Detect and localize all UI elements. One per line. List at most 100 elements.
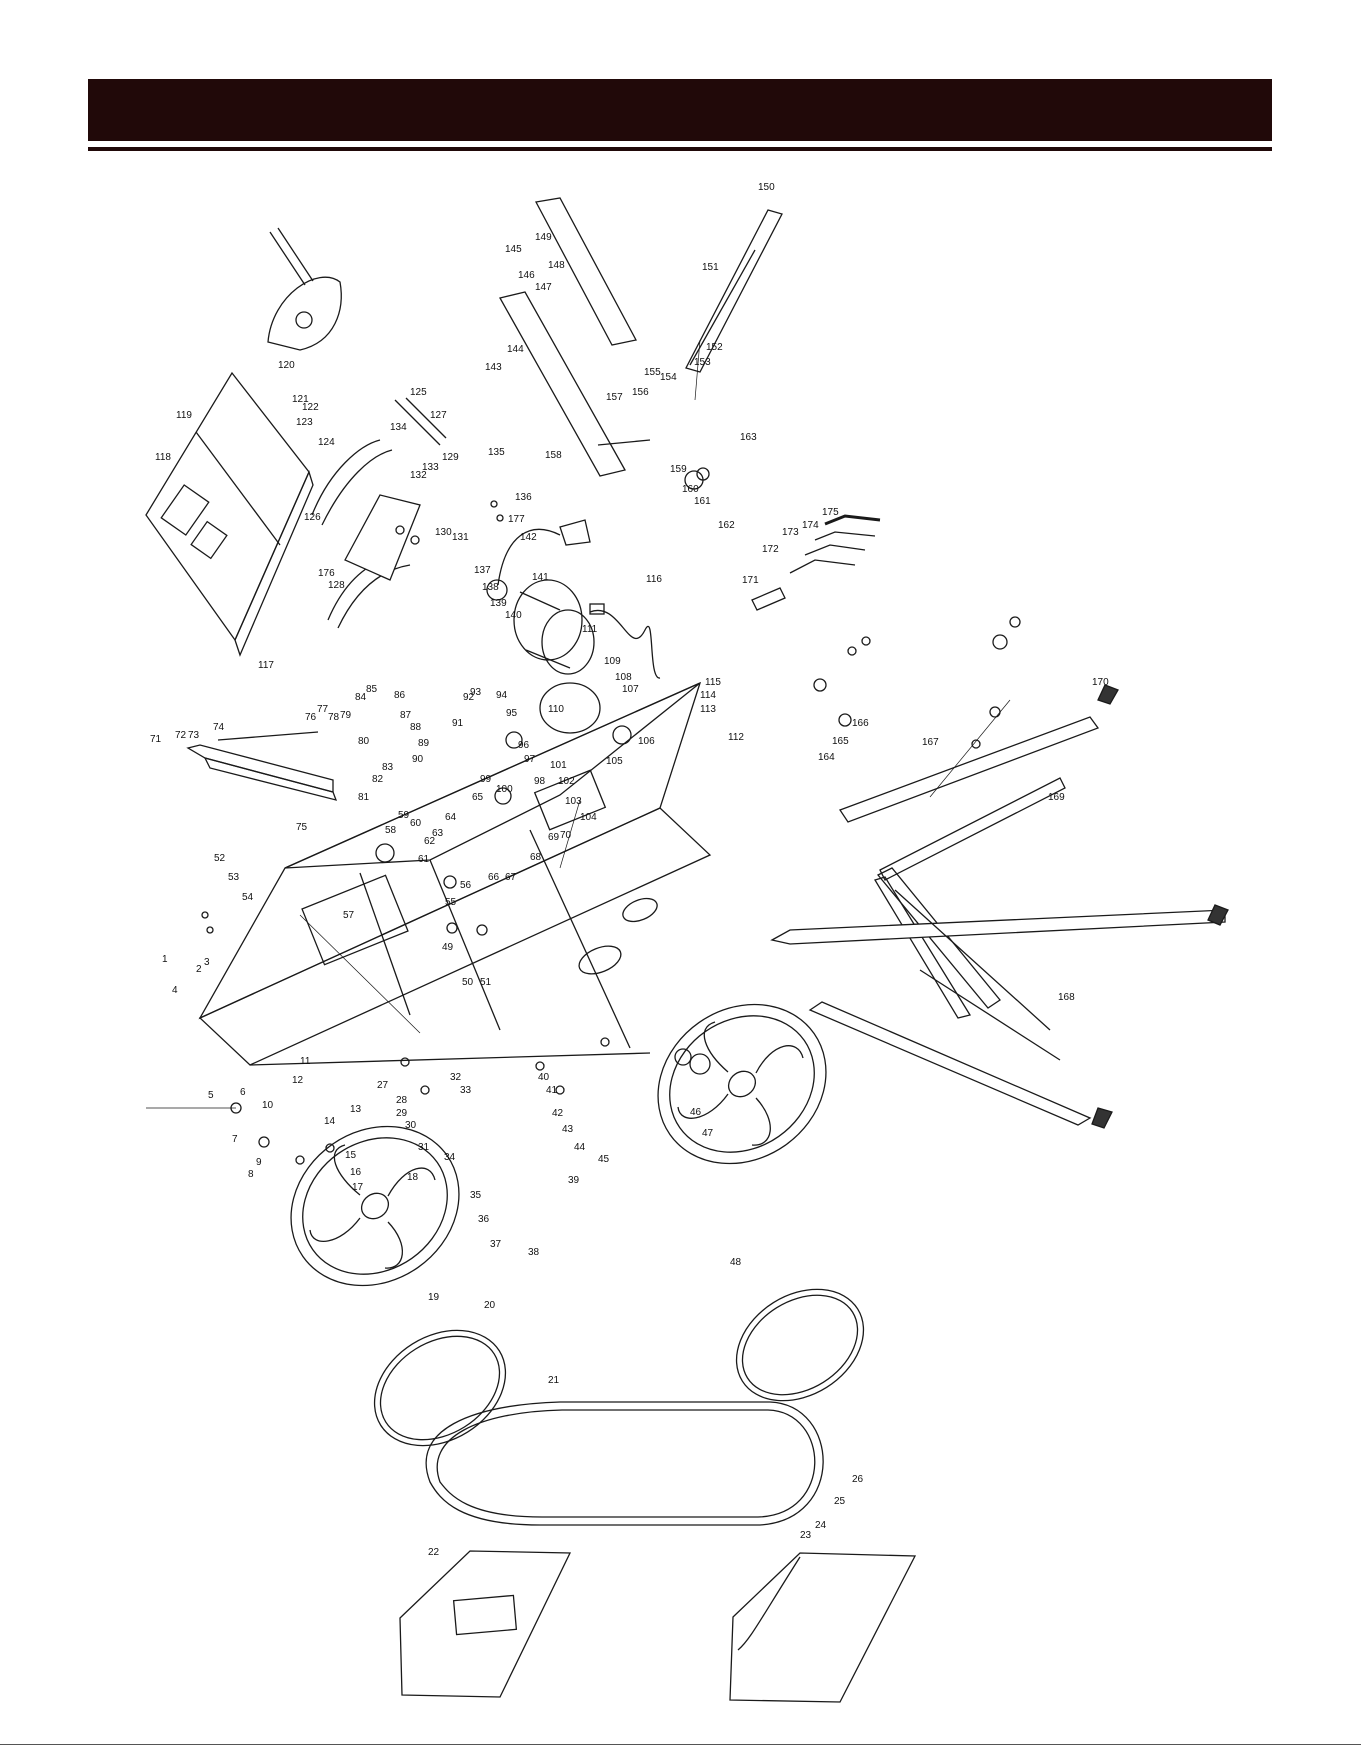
callout-label: 156 [632,387,649,398]
callout-label: 7 [232,1134,238,1145]
callout-label: 131 [452,532,469,543]
callout-label: 165 [832,736,849,747]
callout-label: 140 [505,610,522,621]
callout-label: 110 [548,704,564,715]
callout-label: 41 [546,1085,558,1096]
footer-rule [0,1744,1361,1745]
callout-label: 157 [606,392,623,403]
callout-label: 54 [242,892,254,903]
callout-label: 16 [350,1167,362,1178]
callout-label: 29 [396,1108,408,1119]
callout-label: 75 [296,822,308,833]
callout-label: 83 [382,762,394,773]
callout-label: 105 [606,756,623,767]
callout-label: 28 [396,1095,408,1106]
callout-label: 141 [532,572,549,583]
callout-label: 137 [474,565,491,576]
callout-label: 116 [646,574,662,585]
callout-label: 125 [410,387,427,398]
callout-label: 8 [248,1169,254,1180]
callout-label: 97 [524,754,536,765]
callout-label: 103 [565,796,582,807]
callout-label: 177 [508,514,525,525]
callout-label: 44 [574,1142,586,1153]
callout-label: 55 [445,897,457,908]
callout-label: 63 [432,828,444,839]
callout-label: 109 [604,656,621,667]
callout-label: 36 [478,1214,490,1225]
callout-label: 172 [762,544,779,555]
callout-label: 4 [172,985,178,996]
callout-label: 24 [815,1520,827,1531]
callout-label: 106 [638,736,655,747]
callout-label: 79 [340,710,352,721]
callout-label: 69 [548,832,560,843]
callout-label: 145 [505,244,522,255]
callout-label: 47 [702,1128,714,1139]
callout-label: 134 [390,422,407,433]
callout-label: 20 [484,1300,496,1311]
callout-label: 40 [538,1072,550,1083]
callout-label: 42 [552,1108,564,1119]
callout-label: 92 [463,692,475,703]
callout-label: 52 [214,853,226,864]
callout-label: 111 [582,624,598,635]
callout-label: 168 [1058,992,1075,1003]
callout-label: 123 [296,417,313,428]
callout-label: 155 [644,367,661,378]
callout-label: 72 [175,730,187,741]
callout-label: 120 [278,360,295,371]
callout-label: 136 [515,492,532,503]
callout-label: 117 [258,660,274,671]
callout-label: 57 [343,910,355,921]
callout-label: 169 [1048,792,1065,803]
trunnion-assembly [311,397,447,629]
callout-label: 101 [550,760,567,771]
callout-label: 87 [400,710,412,721]
callout-label: 143 [485,362,502,373]
callout-label: 107 [622,684,639,695]
callout-label: 43 [562,1124,574,1135]
callout-label: 100 [496,784,513,795]
leg-stand [770,684,1229,1129]
callout-label: 112 [728,732,744,743]
lower-wheel [657,1003,827,1165]
callout-label: 102 [558,776,575,787]
callout-label: 31 [418,1142,430,1153]
callout-label: 56 [460,880,472,891]
callout-label: 59 [398,810,410,821]
callout-label: 64 [445,812,457,823]
callout-label: 96 [518,740,530,751]
callout-label: 45 [598,1154,610,1165]
callout-label: 98 [534,776,546,787]
callout-label: 21 [548,1375,560,1386]
callout-label: 91 [452,718,464,729]
callout-label: 171 [742,575,759,586]
callout-label: 128 [328,580,345,591]
main-frame [198,681,712,1066]
callout-label: 175 [822,507,839,518]
miter-gauge [267,227,342,351]
table-top [145,371,314,657]
callout-label: 15 [345,1150,357,1161]
callout-label: 82 [372,774,384,785]
tool-set [751,514,881,611]
callout-label: 74 [213,722,225,733]
callout-label: 161 [694,496,711,507]
upper-wheel [290,1125,460,1287]
callout-label: 19 [428,1292,440,1303]
callout-label: 174 [802,520,819,531]
callout-label: 124 [318,437,335,448]
saw-blade [425,1401,824,1526]
callout-label: 162 [718,520,735,531]
callout-label: 147 [535,282,552,293]
callout-label: 84 [355,692,367,703]
callout-label: 90 [412,754,424,765]
callout-label: 152 [706,342,723,353]
power-cord [589,603,661,679]
callout-label: 17 [352,1182,364,1193]
header-rule [88,147,1272,151]
callout-label: 13 [350,1104,362,1115]
callout-label: 71 [150,734,162,745]
